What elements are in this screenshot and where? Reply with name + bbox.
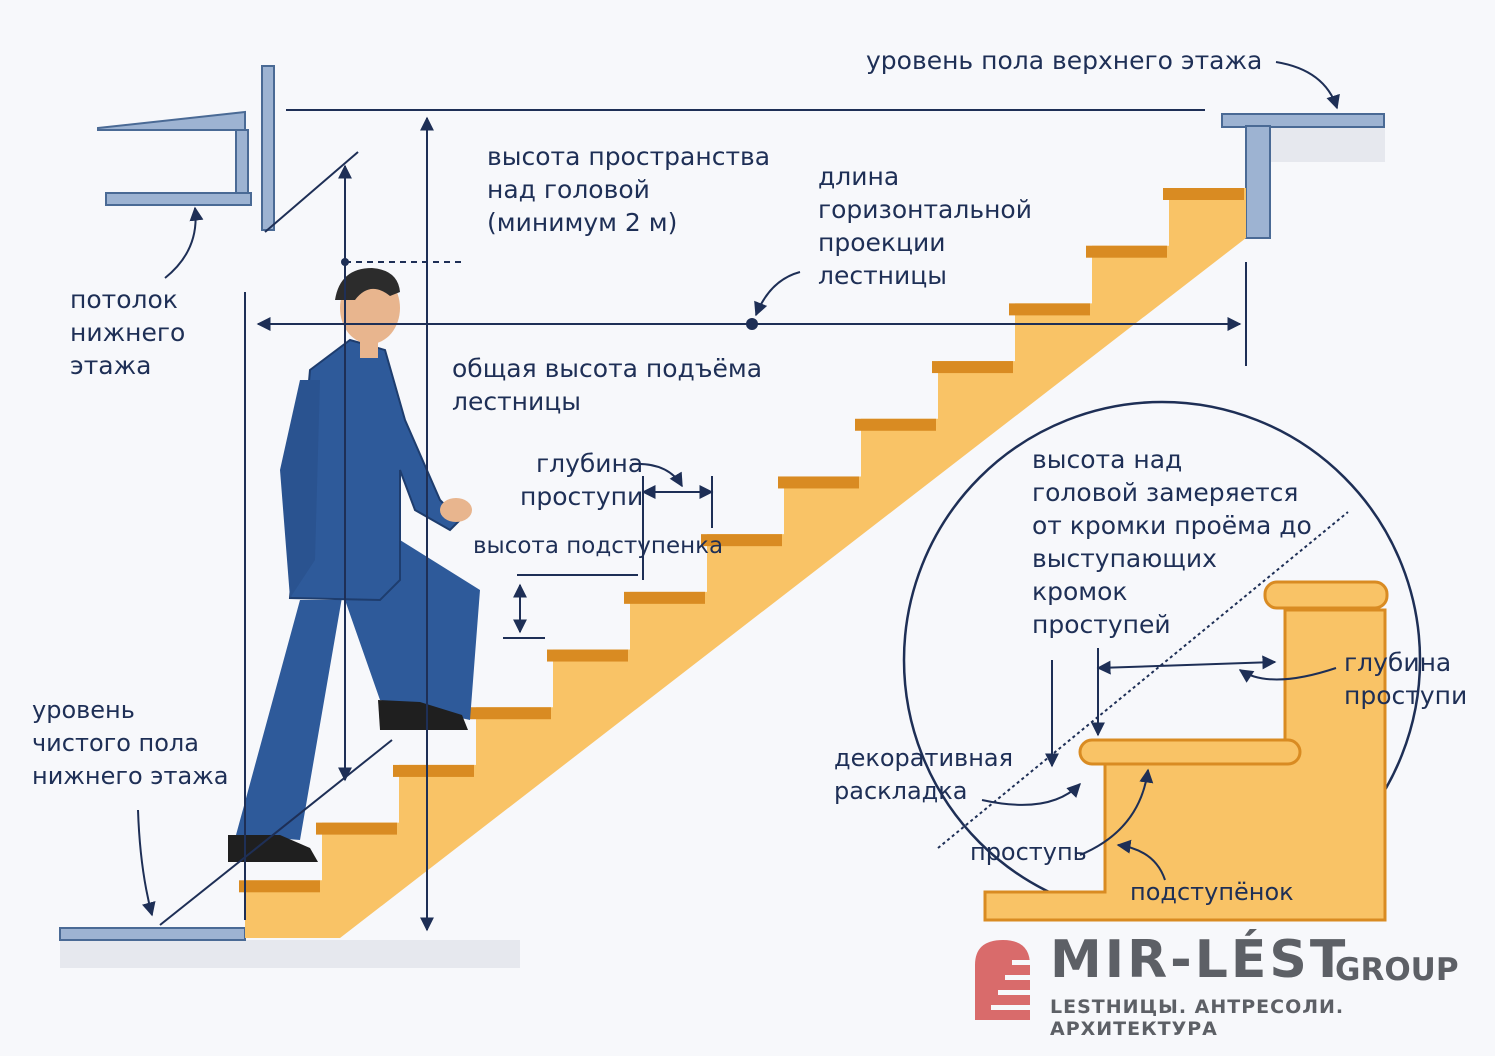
stair-tread <box>316 822 397 835</box>
stair-tread <box>1009 303 1090 316</box>
headroom-dot <box>341 258 349 266</box>
staircase <box>239 188 1246 938</box>
stair-tread <box>393 764 474 777</box>
label-riser: подступёнок <box>1130 878 1294 906</box>
label-horizontal-length: длина горизонтальной проекции лестницы <box>818 162 1032 290</box>
stair-stringer <box>245 188 1246 938</box>
label-upper-floor-level: уровень пола верхнего этажа <box>866 46 1263 75</box>
label-headroom-note: высота над головой замеряется от кромки … <box>1032 445 1312 639</box>
upper-floor-slab <box>1221 113 1385 239</box>
label-total-rise: общая высота подъёма лестницы <box>452 354 763 416</box>
stair-tread <box>701 534 782 547</box>
stair-tread <box>932 361 1013 374</box>
stair-tread <box>624 591 705 604</box>
dimension-lines <box>137 61 1340 932</box>
label-lower-ceiling: потолок нижнего этажа <box>70 285 186 380</box>
stair-tread <box>1163 188 1244 200</box>
label-lower-floor-level: уровень чистого пола нижнего этажа <box>32 696 229 790</box>
logo-name: MIR-LÉST <box>1050 930 1349 990</box>
stair-tread <box>470 707 551 720</box>
stair-tread <box>547 649 628 662</box>
stair-tread <box>855 418 936 431</box>
logo-mark <box>975 940 1030 1020</box>
label-detail-tread-depth: глубина проступи <box>1344 648 1468 710</box>
lower-ceiling-structure <box>97 65 275 231</box>
dimension-dot <box>746 318 758 330</box>
label-nosing: декоративная раскладка <box>834 744 1014 805</box>
label-headroom: высота пространства над головой (минимум… <box>487 142 771 237</box>
logo-group: GROUP <box>1335 952 1459 988</box>
label-riser-height: высота подступенка <box>473 533 724 559</box>
detail-callout <box>902 400 1422 922</box>
label-tread-depth: глубина проступи <box>520 449 644 511</box>
stair-tread <box>239 880 320 893</box>
label-tread: проступь <box>970 838 1087 866</box>
logo-tagline: LESTHИЦЫ. АНТРЕСОЛИ. АРХИТЕКТУРА <box>1050 996 1345 1040</box>
stair-tread <box>778 476 859 489</box>
stair-tread <box>1086 245 1167 258</box>
